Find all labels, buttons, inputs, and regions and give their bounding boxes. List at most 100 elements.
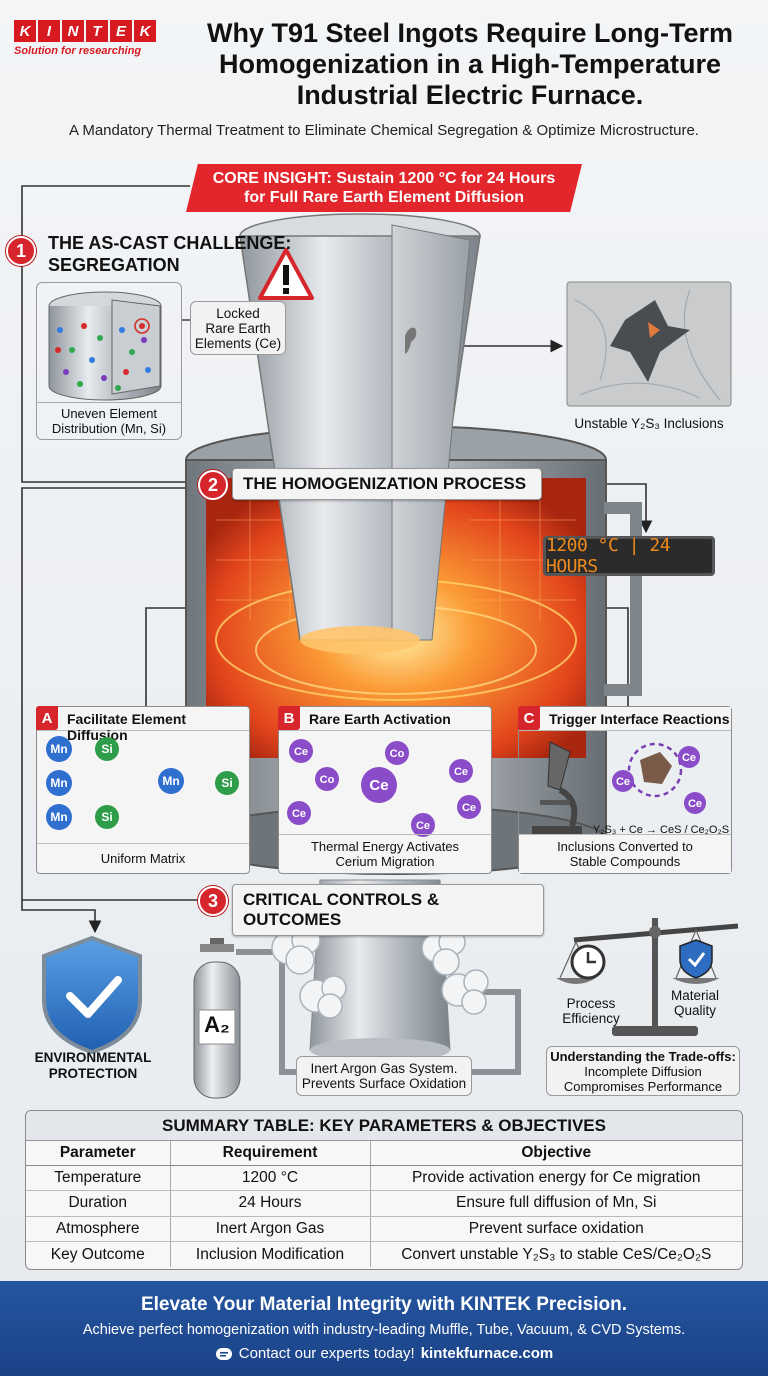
card-footer: Inclusions Converted to Stable Compounds <box>519 834 731 873</box>
section-1-title-line1: THE AS-CAST CHALLENGE: <box>48 233 292 253</box>
uneven-distribution-caption: Uneven Element Distribution (Mn, Si) <box>36 402 182 436</box>
material-quality-label: Material Quality <box>660 988 730 1018</box>
atoms-ce-reaction: Ce Ce Ce Y₂S₃ + Ce → CeS / Ce₂O₂S <box>593 746 729 836</box>
card-rare-earth-activation: B Rare Earth Activation Ce Co Co Ce Ce C… <box>278 706 492 874</box>
argon-tank-icon <box>193 938 241 1099</box>
table-row: Atmosphere Inert Argon Gas Prevent surfa… <box>26 1216 742 1242</box>
atoms-ce: Ce Co Co Ce Ce Ce Ce Ce <box>287 739 481 837</box>
shield-check-icon <box>42 935 142 1055</box>
table-cell: Ensure full diffusion of Mn, Si <box>370 1190 742 1217</box>
table-cell: Key Outcome <box>26 1241 171 1267</box>
shield-label-line: PROTECTION <box>48 1066 138 1081</box>
scale-left-line: Process <box>566 996 616 1011</box>
card-letter: C <box>518 706 540 730</box>
summary-table-grid: Parameter Requirement Objective Temperat… <box>26 1141 742 1267</box>
tradeoff-line: Incomplete Diffusion <box>584 1064 702 1079</box>
atom-label: Co <box>390 748 405 760</box>
card-footer-line: Stable Compounds <box>569 854 681 869</box>
card-title: Rare Earth Activation <box>279 707 491 731</box>
shield-label-line: ENVIRONMENTAL <box>34 1050 152 1065</box>
table-cell: Convert unstable Y₂S₃ to stable CeS/Ce₂O… <box>401 1245 712 1263</box>
as-cast-panel <box>36 282 182 440</box>
section-1-number: 1 <box>6 236 36 266</box>
logo-letter: E <box>110 20 132 42</box>
page-title: Why T91 Steel Ingots Require Long-Term H… <box>206 18 734 110</box>
table-cell: Inert Argon Gas <box>170 1216 371 1242</box>
argon-line: Inert Argon Gas System. <box>310 1061 458 1076</box>
logo-letter: T <box>86 20 108 42</box>
section-2-title: THE HOMOGENIZATION PROCESS <box>232 468 542 500</box>
logo-letter: K <box>134 20 156 42</box>
atom-label: Mn <box>162 774 179 788</box>
atom-label: Co <box>320 774 335 786</box>
card-footer-line: Inclusions Converted to <box>557 839 693 854</box>
atom-label: Mn <box>50 810 67 824</box>
tradeoff-box: Understanding the Trade-offs: Incomplete… <box>546 1046 740 1096</box>
footer-description: Achieve perfect homogenization with indu… <box>82 1322 686 1338</box>
card-element-diffusion: A Facilitate Element Diffusion Mn Si Mn … <box>36 706 250 874</box>
card-title: Facilitate Element Diffusion <box>37 707 249 743</box>
card-footer-line: Thermal Energy Activates <box>310 839 460 854</box>
scale-right-line: Quality <box>673 1003 717 1018</box>
page-subtitle: A Mandatory Thermal Treatment to Elimina… <box>69 122 699 139</box>
section-2-number: 2 <box>198 470 228 500</box>
table-cell: Prevent surface oxidation <box>370 1216 742 1242</box>
kintek-logo[interactable]: K I N T E K Solution for researching <box>14 20 166 57</box>
atom-label: Ce <box>369 777 388 794</box>
table-header: Parameter <box>26 1141 171 1166</box>
atom-label: Si <box>221 776 232 790</box>
furnace-display: 1200 °C | 24 HOURS <box>543 535 715 577</box>
logo-letter: I <box>38 20 60 42</box>
tradeoff-line: Understanding the Trade-offs: <box>550 1049 736 1064</box>
table-row: Duration 24 Hours Ensure full diffusion … <box>26 1190 742 1217</box>
inclusion-caption: Unstable Y₂S₃ Inclusions <box>574 416 724 431</box>
core-insight-banner: CORE INSIGHT: Sustain 1200 °C for 24 Hou… <box>186 164 582 212</box>
table-header: Objective <box>370 1141 742 1166</box>
atom-label: Ce <box>688 798 702 810</box>
section-1-title: THE AS-CAST CHALLENGE: SEGREGATION <box>48 232 291 276</box>
process-efficiency-label: Process Efficiency <box>556 996 626 1026</box>
locked-rare-earth-label: Locked Rare Earth Elements (Ce) <box>190 301 286 355</box>
atom-label: Ce <box>416 820 430 832</box>
table-cell: Atmosphere <box>26 1216 171 1242</box>
section-3-number: 3 <box>198 886 228 916</box>
warning-icon <box>258 248 314 300</box>
contact-link[interactable]: kintekfurnace.com <box>420 1345 554 1362</box>
contact-prefix: Contact our experts today! <box>238 1345 415 1362</box>
card-footer-line: Cerium Migration <box>335 854 435 869</box>
logo-tagline: Solution for researching <box>14 45 142 57</box>
atom-label: Ce <box>454 766 468 778</box>
argon-gas-system-label: Inert Argon Gas System. Prevents Surface… <box>296 1056 472 1096</box>
scale-left-line: Efficiency <box>562 1011 620 1026</box>
argon-tank-label: A₂ <box>204 1012 230 1037</box>
section-3-title: CRITICAL CONTROLS & OUTCOMES <box>232 884 544 936</box>
uneven-caption-line: Distribution (Mn, Si) <box>51 421 167 436</box>
atom-label: Ce <box>462 802 476 814</box>
table-row: Key Outcome Inclusion Modification Conve… <box>26 1241 742 1267</box>
atoms-mn-si: Mn Si Mn Mn Si Mn Si <box>46 736 239 830</box>
summary-table: SUMMARY TABLE: KEY PARAMETERS & OBJECTIV… <box>25 1110 743 1270</box>
footer-contact[interactable]: Contact our experts today! kintekfurnace… <box>0 1345 768 1362</box>
argon-line: Prevents Surface Oxidation <box>301 1076 467 1091</box>
atom-label: Ce <box>292 808 306 820</box>
atom-label: Si <box>101 810 112 824</box>
table-header: Requirement <box>170 1141 371 1166</box>
table-cell: Provide activation energy for Ce migrati… <box>370 1165 742 1191</box>
reaction-equation: Y₂S₃ + Ce → CeS / Ce₂O₂S <box>593 824 729 836</box>
locked-line: Rare Earth <box>205 321 271 336</box>
clock-icon <box>570 944 606 980</box>
uneven-caption-line: Uneven Element <box>60 406 158 421</box>
locked-line: Elements (Ce) <box>194 336 282 351</box>
tradeoff-line: Compromises Performance <box>563 1079 723 1094</box>
atom-label: Ce <box>616 776 630 788</box>
table-header-row: Parameter Requirement Objective <box>26 1141 742 1166</box>
summary-table-title: SUMMARY TABLE: KEY PARAMETERS & OBJECTIV… <box>26 1111 742 1141</box>
card-interface-reactions: C Trigger Interface Reactions Ce Ce Ce Y… <box>518 706 732 874</box>
footer-banner: Elevate Your Material Integrity with KIN… <box>0 1281 768 1376</box>
card-title: Trigger Interface Reactions <box>519 707 731 731</box>
environmental-protection-label: ENVIRONMENTAL PROTECTION <box>20 1050 166 1082</box>
core-insight-line2: for Full Rare Earth Element Diffusion <box>243 189 525 206</box>
table-cell: 1200 °C <box>170 1165 371 1191</box>
atom-label: Mn <box>50 776 67 790</box>
locked-line: Locked <box>216 306 260 321</box>
